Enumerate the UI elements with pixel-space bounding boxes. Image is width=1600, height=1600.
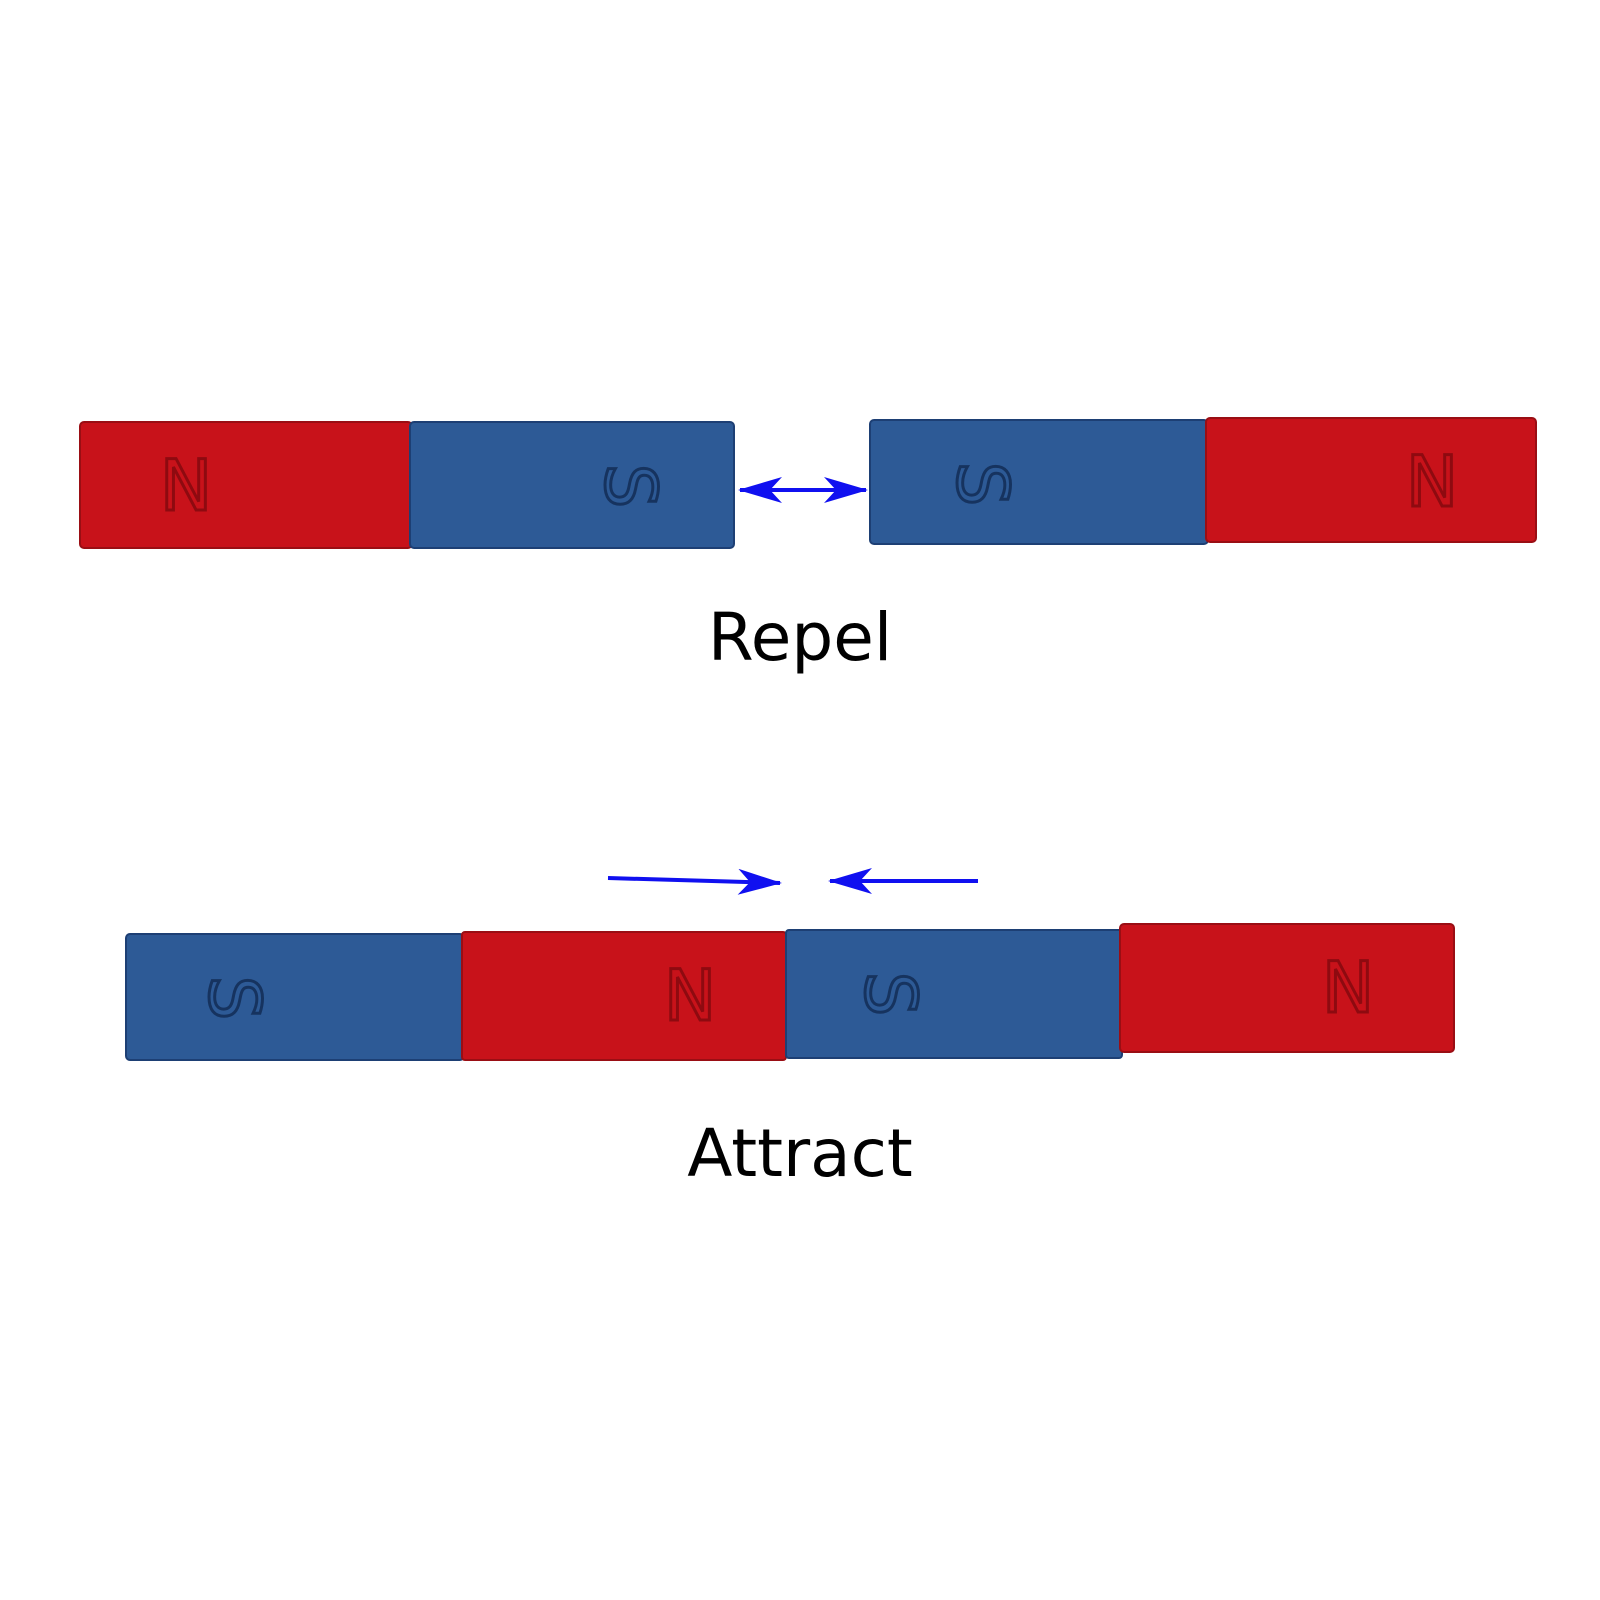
attract-section: S N S N Attract	[125, 868, 1455, 1192]
pole-label-n: N	[160, 445, 212, 527]
south-pole-block	[125, 933, 465, 1061]
caption-repel: Repel	[708, 599, 892, 676]
pole-label-n: N	[1322, 947, 1374, 1029]
north-pole-block	[1205, 417, 1537, 543]
repel-right-magnet: S N	[869, 417, 1537, 545]
south-pole-block	[409, 421, 735, 549]
pole-label-s: S	[941, 462, 1023, 506]
south-pole-block	[785, 929, 1123, 1059]
south-pole-block	[869, 419, 1209, 545]
attract-left-magnet: S N	[125, 931, 787, 1061]
north-pole-block	[461, 931, 787, 1061]
attract-right-magnet: S N	[785, 923, 1455, 1059]
repel-left-magnet: N S	[79, 421, 735, 549]
pole-label-n: N	[1406, 441, 1458, 523]
pole-label-s: S	[193, 976, 275, 1020]
north-pole-block	[79, 421, 413, 549]
north-pole-block	[1119, 923, 1455, 1053]
caption-attract: Attract	[687, 1115, 913, 1192]
pole-label-n: N	[664, 955, 716, 1037]
right-arrow	[607, 868, 782, 895]
pole-label-s: S	[849, 972, 931, 1016]
repel-section: N S S N Repel	[79, 417, 1537, 676]
pole-label-s: S	[589, 464, 671, 508]
